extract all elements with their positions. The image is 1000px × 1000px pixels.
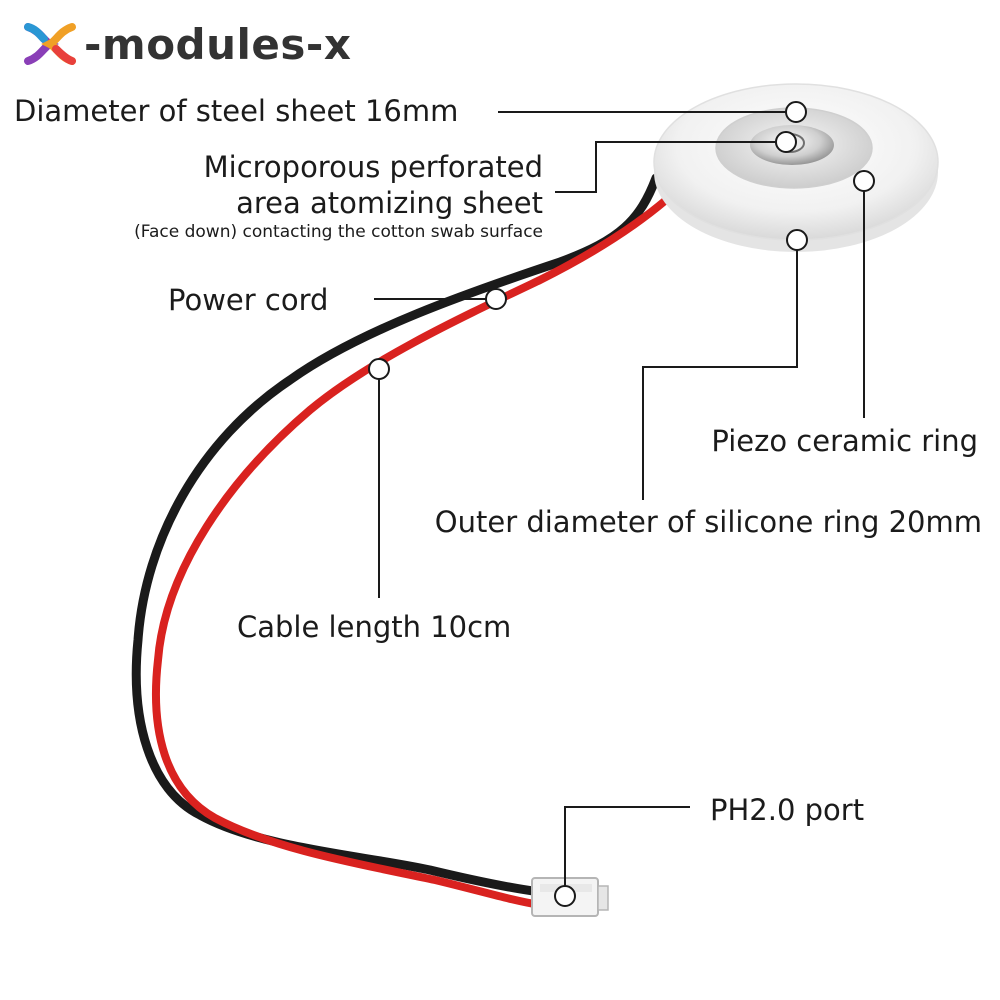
label-steel-sheet: Diameter of steel sheet 16mm bbox=[14, 94, 459, 128]
atomizer-disc bbox=[653, 83, 939, 252]
brand-logo: -modules-x bbox=[20, 14, 351, 74]
leader-silicone bbox=[642, 240, 798, 500]
dot-steel-sheet bbox=[785, 101, 807, 123]
label-silicone-ring: Outer diameter of silicone ring 20mm bbox=[434, 505, 982, 539]
label-port: PH2.0 port bbox=[710, 793, 865, 827]
dot-port bbox=[554, 885, 576, 907]
dot-silicone bbox=[786, 229, 808, 251]
black-wire bbox=[131, 173, 661, 897]
label-piezo-ring: Piezo ceramic ring bbox=[711, 424, 978, 458]
brand-name: -modules-x bbox=[84, 19, 352, 69]
label-perforated-line1: Microporous perforated bbox=[203, 150, 543, 184]
label-power-cord: Power cord bbox=[168, 283, 329, 317]
x-logo-icon bbox=[24, 23, 76, 65]
dot-cable-length bbox=[368, 358, 390, 380]
leader-port bbox=[564, 806, 690, 896]
leader-perforated bbox=[555, 141, 786, 193]
label-cable-length: Cable length 10cm bbox=[237, 610, 512, 644]
label-perforated-note: (Face down) contacting the cotton swab s… bbox=[134, 222, 543, 242]
dot-piezo bbox=[853, 170, 875, 192]
dot-perforated bbox=[775, 131, 797, 153]
label-perforated-line2: area atomizing sheet bbox=[236, 186, 543, 220]
red-wire bbox=[152, 196, 670, 909]
dot-power-cord bbox=[485, 288, 507, 310]
